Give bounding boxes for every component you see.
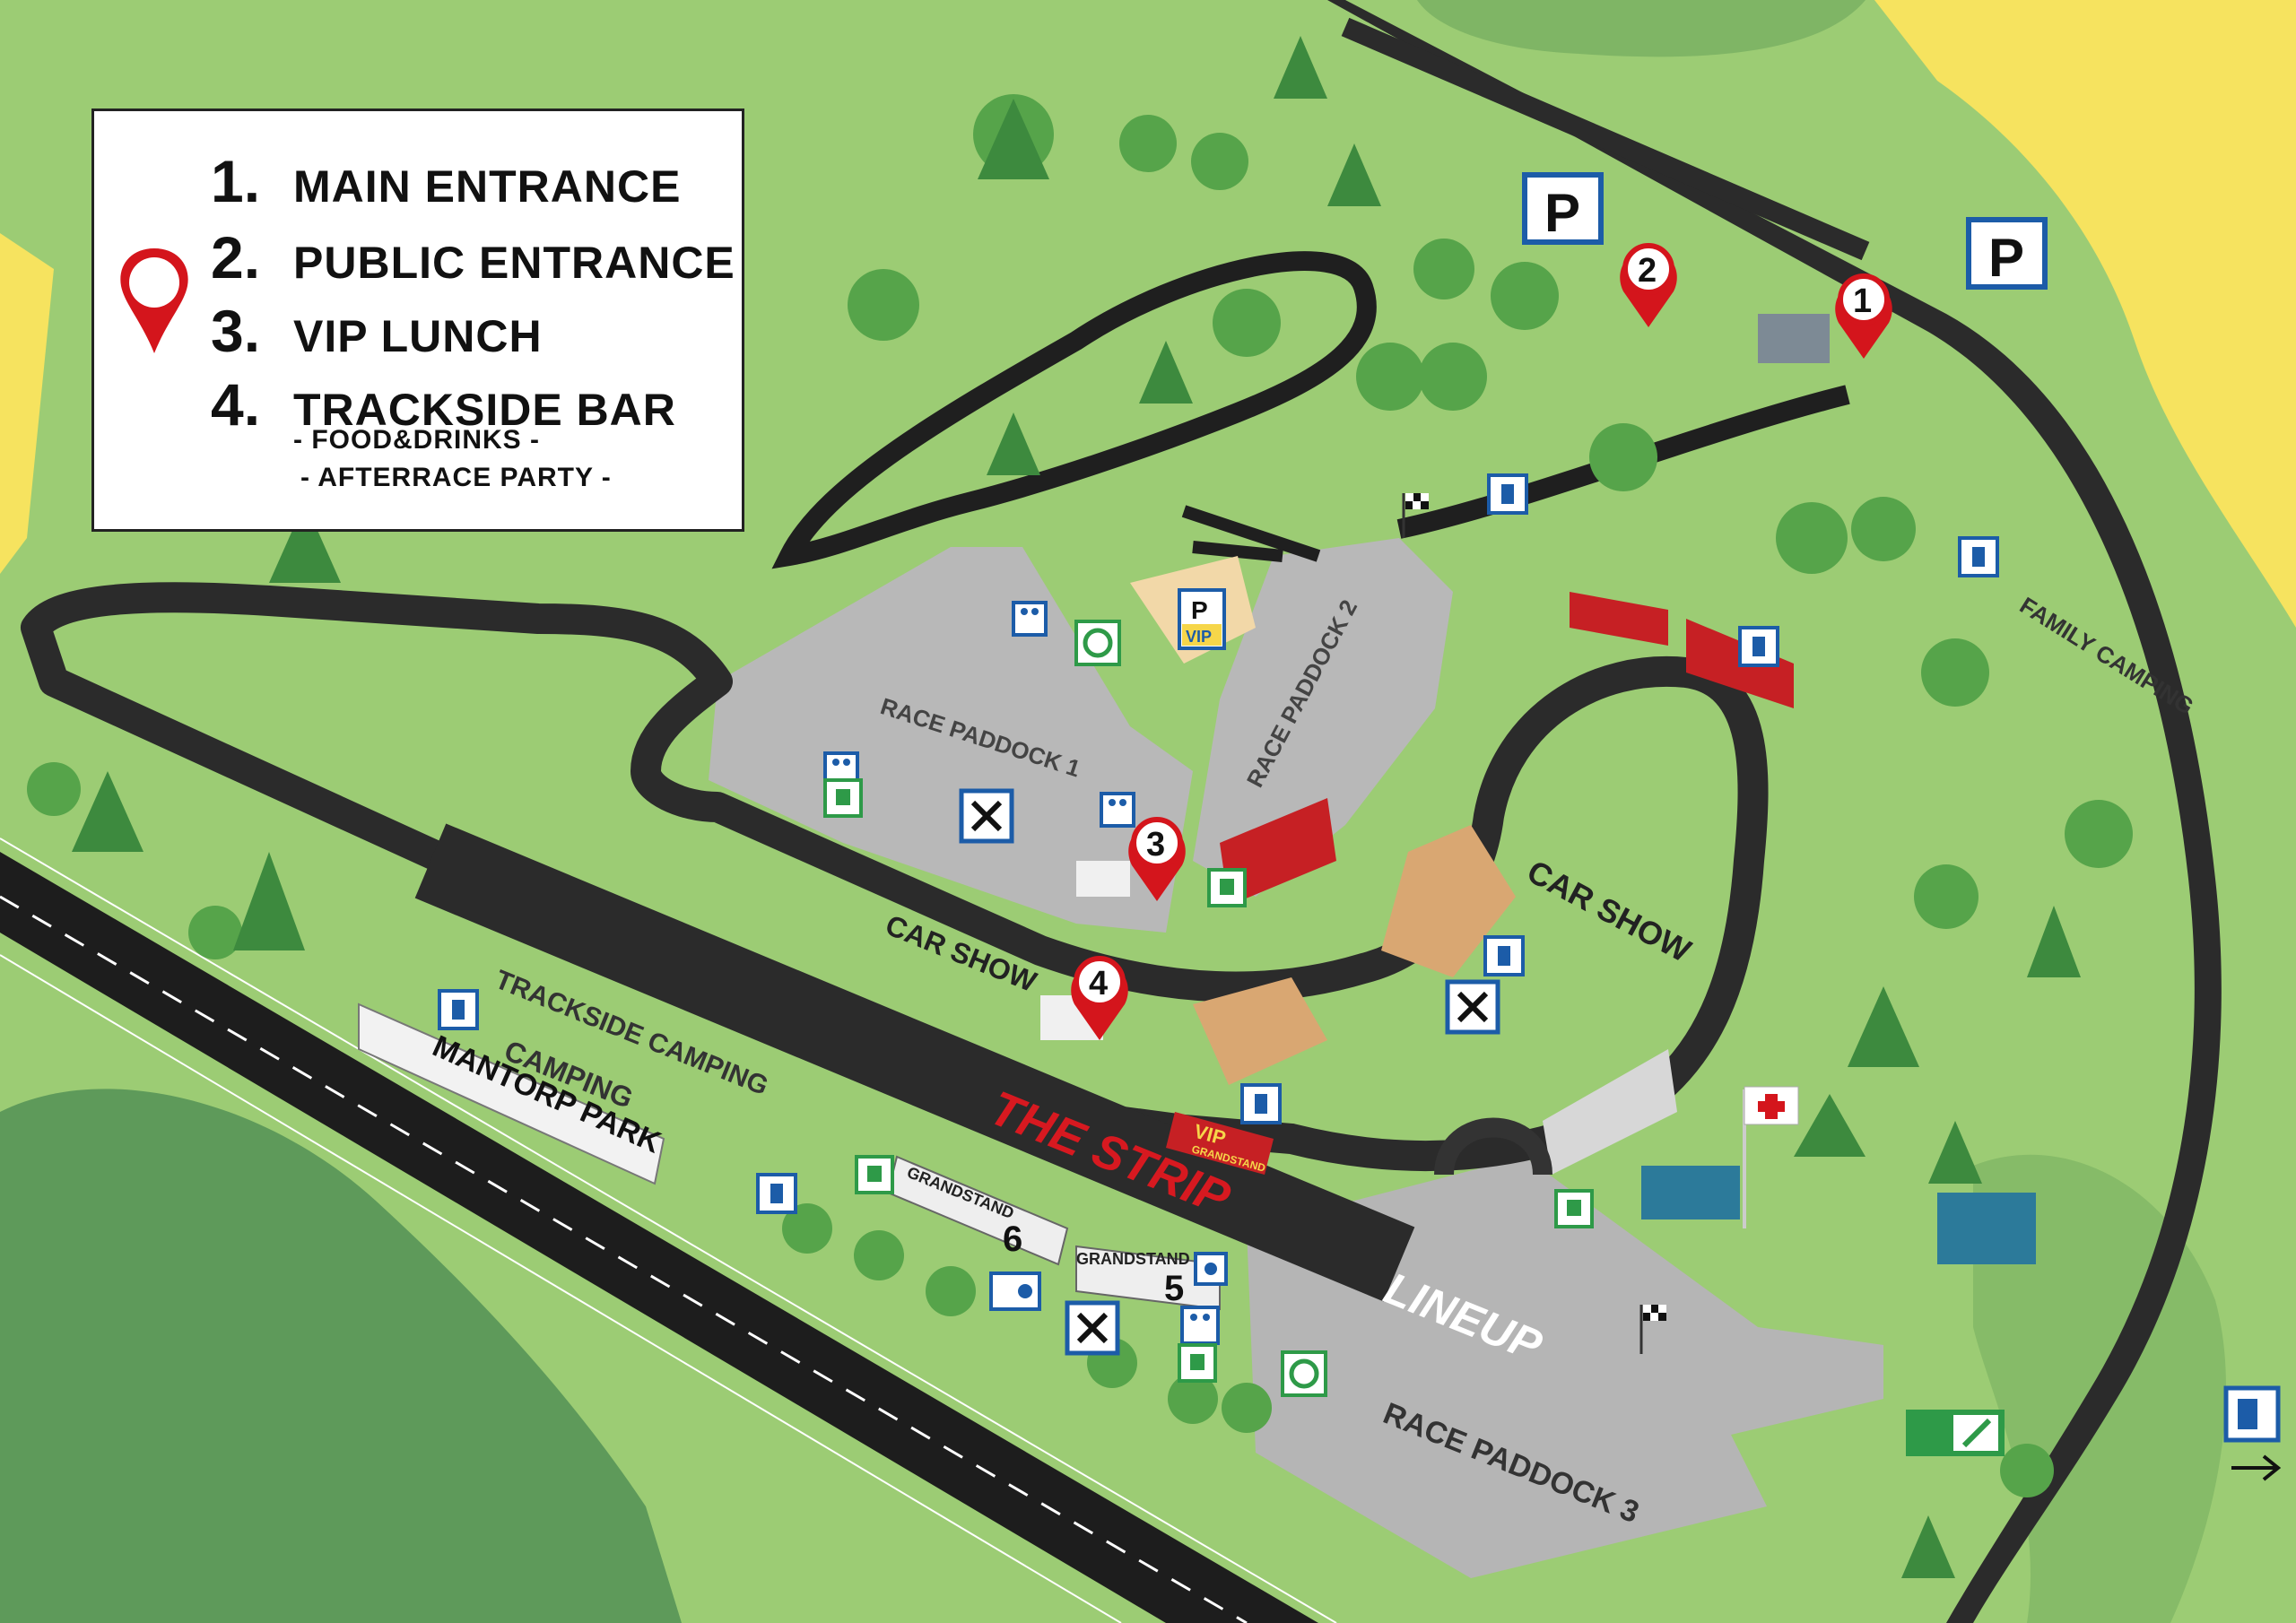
first-aid-icon [1743, 1086, 1799, 1228]
legend-item: 3. VIP LUNCH [211, 297, 543, 365]
food-icon [959, 788, 1014, 844]
legend-number: 1. [211, 148, 261, 214]
legend-label: TRACKSIDE BAR [293, 385, 676, 435]
parking-icon: P [1966, 217, 2048, 290]
water-icon [1738, 626, 1779, 667]
location-pin-icon[interactable]: 2 [1620, 243, 1677, 327]
location-pin-icon[interactable]: 1 [1835, 273, 1892, 359]
legend-label: VIP LUNCH [293, 311, 543, 361]
exit-icon [1906, 1410, 2005, 1456]
svg-text:1: 1 [1853, 282, 1872, 320]
legend-item: 1. MAIN ENTRANCE [211, 147, 681, 215]
legend-item: 2. PUBLIC ENTRANCE [211, 223, 735, 291]
svg-text:VIP: VIP [1186, 628, 1212, 646]
parking-icon: P [1522, 172, 1604, 245]
recycling-icon [1281, 1350, 1327, 1397]
water-tap-icon [855, 1155, 894, 1194]
grandstand-5-number: 5 [1164, 1269, 1184, 1308]
water-tap-icon [823, 778, 863, 818]
water-icon [1240, 1083, 1282, 1124]
legend-label: PUBLIC ENTRANCE [293, 238, 735, 288]
water-tap-icon [1207, 868, 1247, 907]
checkered-flag-icon [1639, 1305, 1666, 1354]
svg-text:3: 3 [1146, 826, 1165, 864]
svg-text:P: P [1191, 596, 1208, 624]
location-pin-icon [120, 248, 188, 353]
food-icon [1445, 979, 1500, 1035]
location-pin-icon[interactable]: 3 [1128, 817, 1186, 901]
legend-sub-item: - AFTERRACE PARTY - [300, 463, 612, 492]
vip-parking-icon: P VIP [1178, 588, 1226, 650]
svg-text:P: P [1988, 228, 2024, 288]
water-tap-icon [1554, 1189, 1594, 1228]
grandstand-6-number: 6 [1003, 1219, 1022, 1259]
toilet-icon [1180, 1306, 1220, 1345]
recycling-icon [1074, 620, 1121, 666]
svg-text:4: 4 [1089, 965, 1108, 1002]
legend-number: 4. [211, 371, 261, 438]
legend-label: MAIN ENTRANCE [293, 161, 682, 212]
accessible-parking-icon [989, 1271, 1041, 1311]
svg-text:P: P [1544, 183, 1580, 243]
water-tap-icon [1178, 1343, 1217, 1383]
location-pin-icon[interactable]: 4 [1071, 956, 1128, 1040]
accessible-icon [1194, 1252, 1228, 1286]
checkered-flag-icon [1402, 493, 1429, 538]
toilet-icon [1012, 601, 1048, 637]
svg-text:2: 2 [1638, 252, 1657, 290]
map-legend: 1. MAIN ENTRANCE 2. PUBLIC ENTRANCE 3. V… [91, 108, 744, 532]
legend-item: 4. TRACKSIDE BAR [211, 370, 676, 438]
trees [27, 94, 2133, 1497]
toilet-icon [1100, 792, 1135, 828]
grandstand-5-label: GRANDSTAND [1076, 1250, 1190, 1268]
water-icon [1958, 536, 1999, 577]
legend-sub-item: - FOOD&DRINKS - [293, 425, 540, 455]
water-icon [1487, 473, 1528, 515]
water-icon [756, 1173, 797, 1214]
legend-number: 3. [211, 298, 261, 364]
legend-number: 2. [211, 224, 261, 291]
water-icon [438, 989, 479, 1030]
water-icon [1483, 935, 1525, 976]
arrow-right-icon [2231, 1454, 2282, 1481]
fuel-icon[interactable] [2223, 1385, 2281, 1443]
food-icon [1065, 1300, 1120, 1356]
